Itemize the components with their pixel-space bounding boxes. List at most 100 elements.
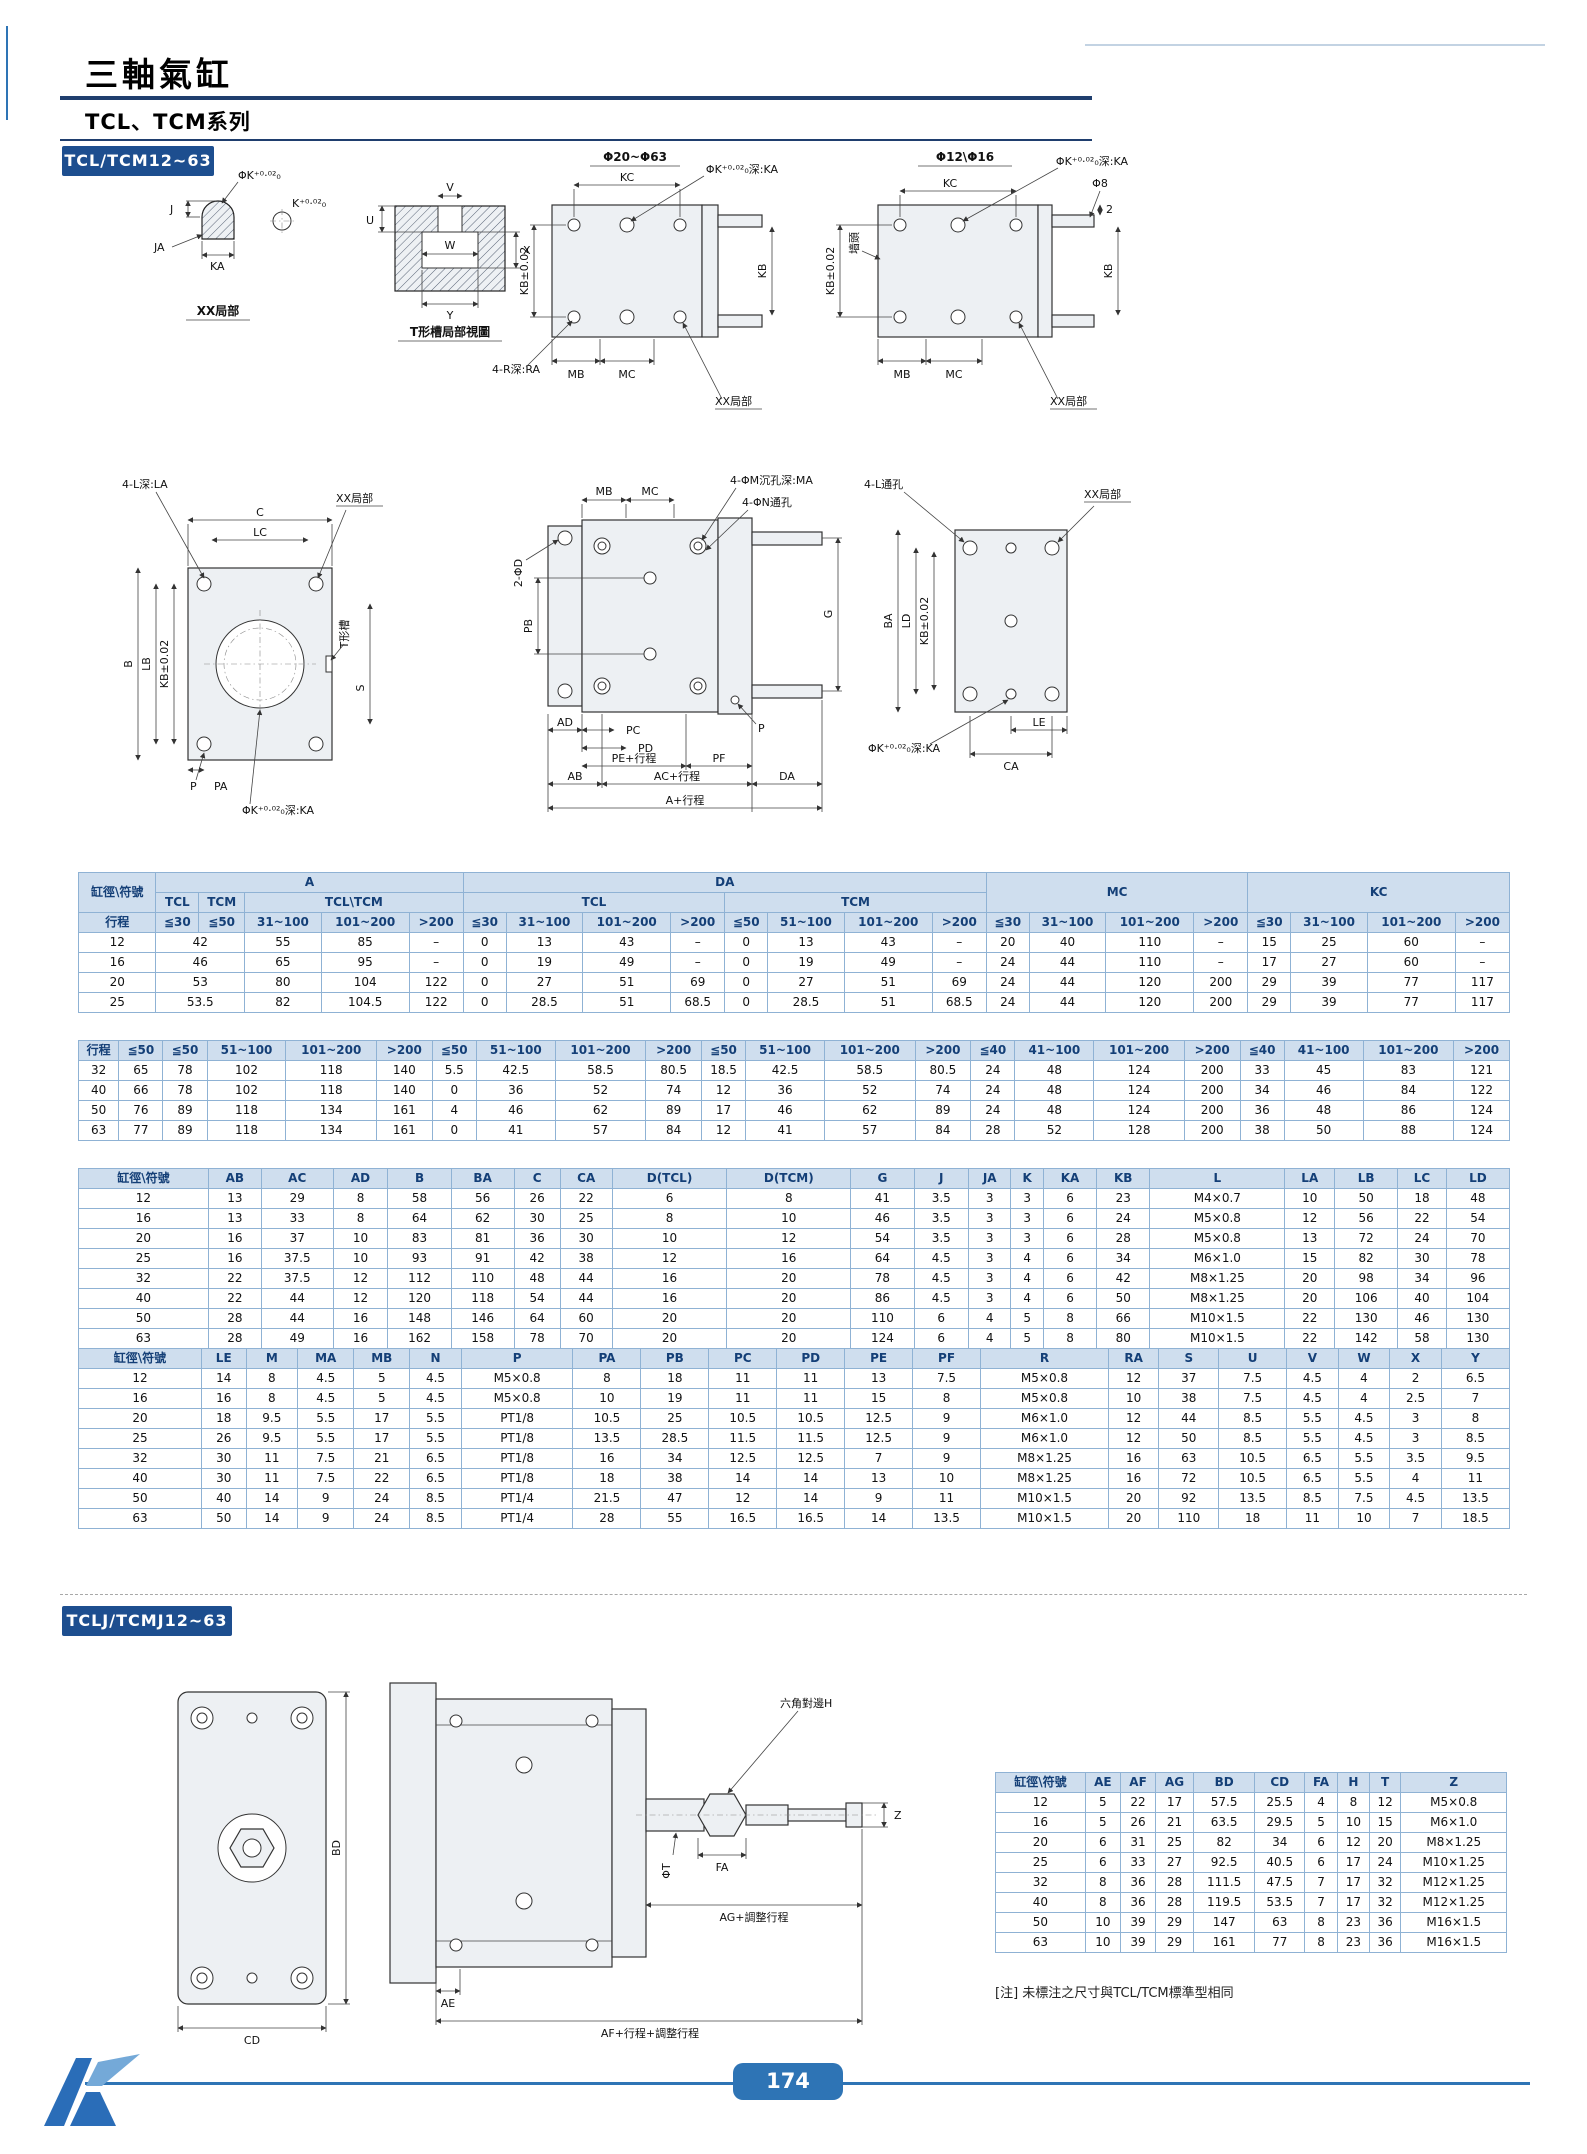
table-cell: 10.5: [1218, 1448, 1288, 1469]
table-cell: 36: [1239, 1100, 1285, 1121]
table-cell: 16: [995, 1812, 1086, 1833]
table-cell: 25: [77, 992, 157, 1013]
table-cell: 32: [78, 1448, 202, 1469]
table-cell: 20: [726, 1288, 852, 1309]
table-cell: 12: [700, 1080, 747, 1101]
table-cell: 6: [1304, 1852, 1339, 1873]
leader-label-xx: XX局部: [1084, 487, 1121, 501]
table-cell: 78: [162, 1080, 208, 1101]
table-cell: 120: [1105, 992, 1195, 1013]
table-cell: 89: [914, 1100, 972, 1121]
dim-label-hex: 六角對邊H: [780, 1696, 832, 1710]
table-cell: 122: [408, 992, 464, 1013]
page-number-badge: 174: [733, 2063, 843, 2100]
table-cell: 63: [1158, 1448, 1220, 1469]
table-cell: 13.5: [572, 1428, 642, 1449]
header-cell: LB: [1334, 1168, 1399, 1189]
tslot-part-shapes: [394, 205, 506, 292]
table-cell: M10×1.5: [1149, 1308, 1286, 1329]
table-cell: 9: [844, 1488, 914, 1509]
table-cell: 140: [375, 1060, 433, 1081]
table-cell: 20: [726, 1328, 852, 1349]
header-cell: J: [913, 1168, 969, 1189]
dimensions: MB MC 4-ΦM沉孔深:MA 4-ΦN通孔 2-ΦD PB G P: [512, 474, 842, 812]
table-cell: PT1/4: [460, 1488, 574, 1509]
table-cell: 62: [554, 1100, 647, 1121]
table-cell: 12: [1368, 1792, 1402, 1813]
table-cell: 78: [1445, 1248, 1511, 1269]
dim-label-ad: AD: [557, 716, 573, 729]
table-cell: 2: [1389, 1368, 1442, 1389]
table-cell: 30: [1397, 1248, 1447, 1269]
table-cell: 60: [559, 1308, 613, 1329]
table-cell: 22: [559, 1188, 613, 1209]
table-cell: 54: [513, 1288, 561, 1309]
header-cell: ≦40: [1239, 1040, 1285, 1061]
table-cell: 11.5: [776, 1428, 846, 1449]
table-cell: M8×1.25: [1400, 1832, 1507, 1853]
table-cell: 80: [244, 972, 322, 993]
table-cell: 124: [1453, 1100, 1510, 1121]
table-cell: 43: [843, 932, 933, 953]
table-cell: PT1/4: [460, 1508, 574, 1529]
table-cell: 15: [1284, 1248, 1336, 1269]
table-cell: 50: [200, 1508, 247, 1529]
table-cell: PT1/8: [460, 1408, 574, 1429]
table-cell: 25: [995, 1852, 1086, 1873]
table-cell: 10: [1337, 1508, 1391, 1529]
dim-label-ac: AC+行程: [654, 770, 700, 783]
header-cell: 41~100: [1014, 1040, 1095, 1061]
header-cell: MC: [985, 872, 1249, 913]
table-cell: 106: [1334, 1288, 1399, 1309]
table-cell: M10×1.25: [1400, 1852, 1507, 1873]
table-cell: 10: [1337, 1812, 1370, 1833]
table-cell: M5×0.8: [460, 1388, 574, 1409]
table-cell: 3: [1010, 1208, 1044, 1229]
table-cell: 44: [1028, 972, 1107, 993]
table-cell: 4: [967, 1328, 1012, 1349]
dim-label-u: U: [366, 214, 374, 227]
header-cell: L: [1149, 1168, 1286, 1189]
table-cell: 22: [1119, 1792, 1157, 1813]
table-cell: 20: [1284, 1268, 1336, 1289]
header-cell: Z: [1400, 1772, 1507, 1793]
table-cell: 124: [1453, 1120, 1510, 1141]
tslot-dimensions: U V W X Y: [366, 181, 531, 322]
table-cell: 48: [513, 1268, 561, 1289]
table-cell: 9: [912, 1448, 981, 1469]
table-cell: 30: [513, 1208, 561, 1229]
table-cell: 25: [78, 1248, 209, 1269]
table-cell: 47: [640, 1488, 710, 1509]
table-cell: 161: [375, 1120, 433, 1141]
table-cell: 10: [726, 1208, 852, 1229]
table-cell: 89: [162, 1100, 208, 1121]
table-cell: 0: [462, 932, 507, 953]
table-cell: 15: [1247, 932, 1292, 953]
leader-label-tslot: T形槽: [338, 620, 351, 650]
table-cell: 17: [1247, 952, 1292, 973]
table-cell: 12: [332, 1288, 389, 1309]
table-cell: 4.5: [1286, 1368, 1339, 1389]
header-cell: A: [155, 872, 464, 893]
table-cell: 22: [1284, 1308, 1336, 1329]
table-cell: 60: [1366, 932, 1456, 953]
dim-label-ae: AE: [441, 1997, 456, 2010]
table-cell: 28: [207, 1328, 262, 1349]
body-shapes: [551, 204, 763, 338]
table-cell: 121: [1453, 1060, 1510, 1081]
header-cell: TCM: [724, 892, 987, 913]
header-cell: D(TCM): [726, 1168, 852, 1189]
table-cell: 16: [78, 1388, 202, 1409]
header-cell: T: [1368, 1772, 1402, 1793]
table-cell: 4.5: [409, 1368, 462, 1389]
table-cell: 25: [559, 1208, 613, 1229]
table-cell: –: [408, 952, 464, 973]
table-cell: 28.5: [767, 992, 845, 1013]
table-cell: 41: [850, 1188, 915, 1209]
table-cell: 13: [505, 932, 584, 953]
table-cell: M5×0.8: [1149, 1228, 1286, 1249]
table-cell: 34: [1096, 1248, 1151, 1269]
